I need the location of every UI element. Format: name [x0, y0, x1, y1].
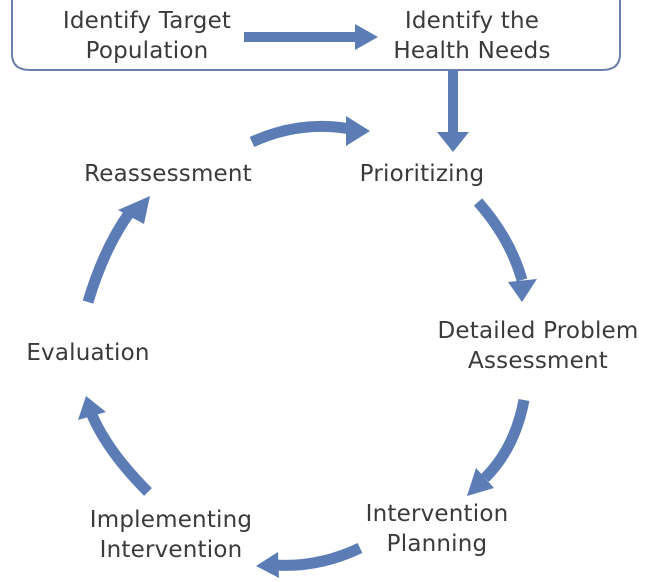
node-reassessment: Reassessment — [84, 161, 252, 187]
node-identify-target-population-line-2: Population — [86, 38, 209, 64]
node-identify-health-needs-line-1: Identify the — [405, 8, 539, 34]
node-evaluation-line-1: Evaluation — [26, 340, 149, 366]
node-reassessment-line-1: Reassessment — [84, 161, 252, 187]
arrow-prioritizing-to-assessment — [473, 198, 528, 282]
node-detailed-problem-assessment-line-1: Detailed Problem — [437, 318, 638, 344]
node-intervention-planning-line-2: Planning — [387, 531, 488, 557]
arrow-reassessment-to-prioritizing — [249, 120, 351, 148]
node-prioritizing-line-1: Prioritizing — [360, 161, 485, 187]
arrowhead-planning — [467, 468, 494, 496]
arrow-evaluation-to-reassessment — [82, 208, 135, 304]
arrow-assessment-to-planning — [481, 398, 530, 482]
node-detailed-problem-assessment-line-2: Assessment — [468, 348, 608, 374]
cycle-arrowheads — [78, 116, 537, 578]
node-prioritizing: Prioritizing — [360, 161, 485, 187]
node-evaluation: Evaluation — [26, 340, 149, 366]
cycle-arrows — [82, 120, 530, 571]
top-steps-box — [11, 0, 621, 71]
node-identify-target-population-line-1: Identify Target — [63, 8, 231, 34]
node-implementing-intervention-line-2: Intervention — [100, 537, 243, 563]
arrowhead-reassessment — [118, 196, 150, 224]
arrow-implementing-to-evaluation — [86, 412, 152, 496]
node-identify-health-needs-line-2: Health Needs — [393, 38, 550, 64]
arrowhead-evaluation — [78, 396, 106, 420]
arrowhead-implementing — [256, 552, 279, 578]
arrow-target-to-needs — [244, 24, 378, 50]
arrow-planning-to-implementing — [273, 543, 363, 571]
arrow-needs-to-prioritizing — [437, 70, 469, 152]
node-implementing-intervention-line-1: Implementing — [90, 507, 252, 533]
arrowhead-prioritizing — [346, 116, 370, 146]
arrows — [244, 24, 469, 152]
node-intervention-planning-line-1: Intervention — [366, 501, 509, 527]
arrowhead-assessment — [508, 279, 537, 302]
